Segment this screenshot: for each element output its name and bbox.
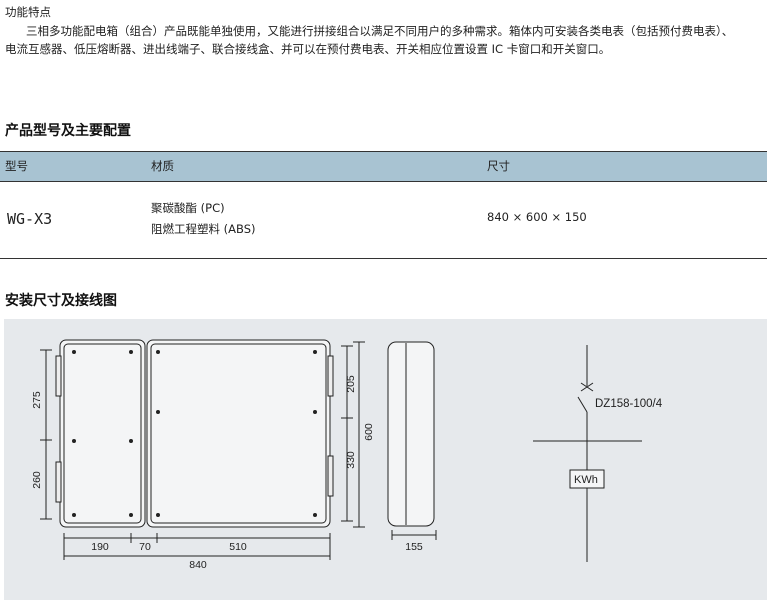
dim-width-510: 510 — [229, 541, 247, 553]
install-section-title: 安装尺寸及接线图 — [5, 293, 117, 309]
left-box-outer — [59, 339, 146, 528]
right-strip-upper — [327, 355, 334, 397]
features-title: 功能特点 — [5, 5, 51, 19]
spec-section-title: 产品型号及主要配置 — [5, 123, 131, 139]
header-size: 尺寸 — [487, 159, 510, 173]
side-view — [387, 341, 435, 527]
spec-table-header: 型号 材质 尺寸 — [0, 151, 767, 182]
spec-model: WG-X3 — [7, 210, 53, 228]
features-line-2: 电流互感器、低压熔断器、进出线端子、联合接线盒、并可以在预付费电表、开关相应位置… — [5, 42, 611, 56]
dim-right-upper: 205 — [345, 375, 357, 393]
left-box-inner — [63, 343, 142, 524]
header-material: 材质 — [151, 159, 174, 173]
dim-left-lower: 260 — [31, 471, 43, 489]
right-strip-lower — [327, 455, 334, 497]
dim-height-total: 600 — [363, 423, 375, 441]
features-line-1: 三相多功能配电箱（组合）产品既能单独使用，又能进行拼接组合以满足不同用户的多种需… — [26, 24, 734, 38]
right-box-outer — [146, 339, 331, 528]
dim-left-upper: 275 — [31, 391, 43, 409]
table-bottom-rule — [0, 258, 767, 259]
spec-material-abs: 阻燃工程塑料 (ABS) — [151, 222, 256, 236]
right-box-inner — [150, 343, 327, 524]
dim-right-lower: 330 — [345, 451, 357, 469]
dim-depth: 155 — [405, 541, 423, 553]
left-strip-upper — [55, 355, 62, 397]
left-strip-lower — [55, 461, 62, 503]
spec-material-pc: 聚碳酸酯 (PC) — [151, 201, 225, 215]
dim-width-70: 70 — [139, 541, 151, 553]
meter-label: KWh — [574, 474, 598, 486]
header-model: 型号 — [5, 159, 28, 173]
spec-size: 840 × 600 × 150 — [487, 210, 587, 224]
dim-width-190: 190 — [91, 541, 109, 553]
dim-width-total: 840 — [189, 559, 207, 571]
breaker-label: DZ158-100/4 — [595, 398, 663, 410]
